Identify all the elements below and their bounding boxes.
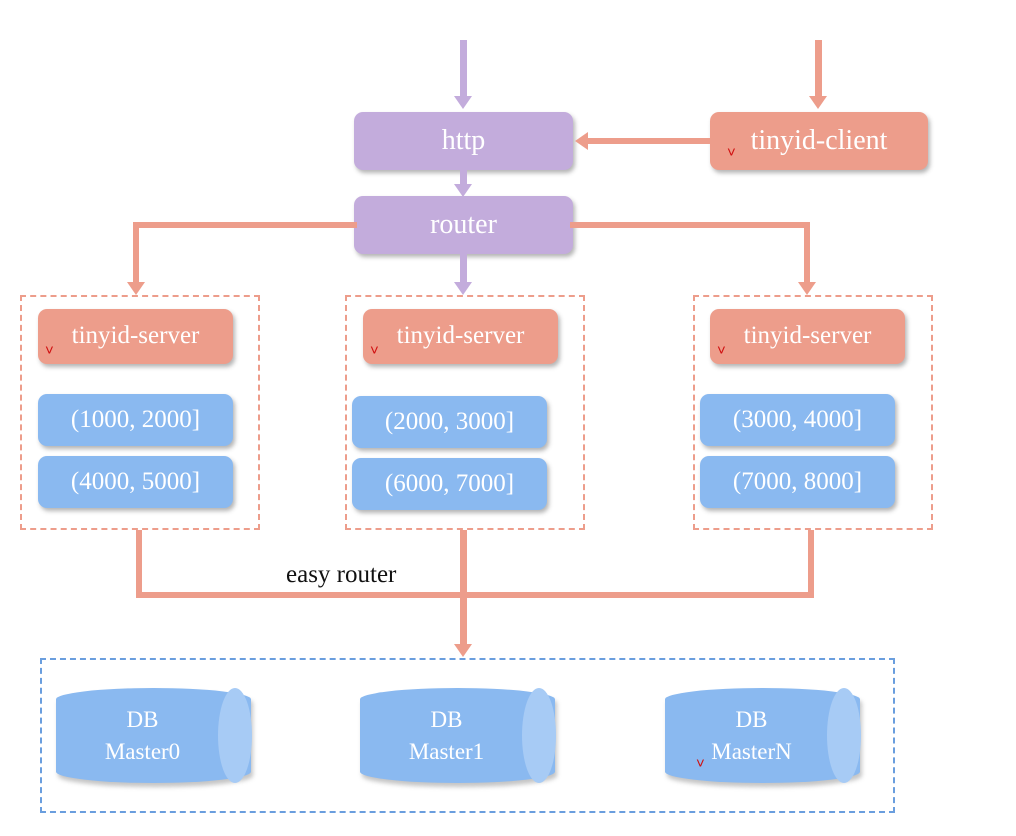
db-cylinder-0-line2: Master0 [104,738,181,764]
server-group-0-title-label: tinyid-server [71,322,200,350]
db-cylinder-0-line1: DB [126,707,159,733]
db-cluster-container [40,658,895,813]
server-group-0-range-0-label: (1000, 2000] [70,405,201,433]
server-group-0-range-0[interactable]: (1000, 2000] [38,394,233,446]
converge-bus-line [136,592,814,598]
db-cylinder-0[interactable]: DB Master0 [56,688,252,783]
node-http[interactable]: http [354,112,573,170]
db-cylinder-1-line2: Master1 [408,738,485,764]
server-group-2 [693,295,933,530]
router-branch-left-head [127,282,145,295]
spellcheck-squiggle-icon: ˅ [717,342,726,359]
server-group-1-title[interactable]: tinyid-server [363,309,558,364]
db-cylinder-0-label: DB Master0 [56,688,251,783]
bus-to-db-head [454,644,472,657]
inbound-arrow-http-line [460,40,467,98]
easy-router-label: easy router [286,561,397,588]
db-cylinder-1[interactable]: DB Master1 [360,688,556,783]
server-group-1 [345,295,585,530]
router-branch-right-head [798,282,816,295]
client-to-http-head [575,132,588,150]
node-http-label: http [441,125,486,157]
server-group-2-title-label: tinyid-server [743,322,872,350]
db-cylinder-1-label: DB Master1 [360,688,555,783]
server-group-2-range-1-label: (7000, 8000] [732,467,863,495]
db-cylinder-2-line2: MasterN [711,738,792,764]
group0-drop-line [136,530,142,597]
db-cylinder-2[interactable]: DB MasterN [665,688,861,783]
spellcheck-squiggle-icon: ˅ [696,755,705,772]
inbound-arrow-client-line [815,40,822,98]
server-group-2-range-1[interactable]: (7000, 8000] [700,456,895,508]
server-group-1-range-1-label: (6000, 7000] [384,469,515,497]
router-branch-middle-vertical [460,254,467,284]
router-branch-right-horizontal [570,222,810,228]
router-branch-left-vertical [133,222,139,284]
server-group-2-range-0-label: (3000, 4000] [732,405,863,433]
server-group-0-title[interactable]: tinyid-server [38,309,233,364]
server-group-1-title-label: tinyid-server [396,322,525,350]
server-group-2-range-0[interactable]: (3000, 4000] [700,394,895,446]
server-group-0-range-1[interactable]: (4000, 5000] [38,456,233,508]
server-group-0-range-1-label: (4000, 5000] [70,467,201,495]
server-group-2-title[interactable]: tinyid-server [710,309,905,364]
bus-to-db-line [460,592,467,647]
group1-drop-line [460,530,467,597]
group2-drop-line [808,530,814,597]
db-cylinder-1-line1: DB [430,707,463,733]
db-cylinder-cap [218,688,252,783]
db-cylinder-cap [827,688,861,783]
client-to-http-line [588,138,712,144]
router-branch-right-vertical [804,222,810,284]
node-router[interactable]: router [354,196,573,254]
db-cylinder-2-line1: DB [735,707,768,733]
server-group-1-range-0[interactable]: (2000, 3000] [352,396,547,448]
node-tinyid-client-label: tinyid-client [750,125,888,157]
server-group-1-range-1[interactable]: (6000, 7000] [352,458,547,510]
router-branch-left-horizontal [133,222,357,228]
router-branch-middle-head [454,282,472,295]
db-cylinder-cap [522,688,556,783]
node-tinyid-client[interactable]: tinyid-client [710,112,928,170]
inbound-arrow-http-head [454,96,472,109]
server-group-1-range-0-label: (2000, 3000] [384,407,515,435]
spellcheck-squiggle-icon: ˅ [45,342,54,359]
http-to-router-line [460,170,467,186]
server-group-0 [20,295,260,530]
spellcheck-squiggle-icon: ˅ [727,144,736,161]
db-cylinder-2-label: DB MasterN [665,688,860,783]
http-to-router-head [454,184,472,197]
inbound-arrow-client-head [809,96,827,109]
node-router-label: router [430,209,497,241]
spellcheck-squiggle-icon: ˅ [370,342,379,359]
